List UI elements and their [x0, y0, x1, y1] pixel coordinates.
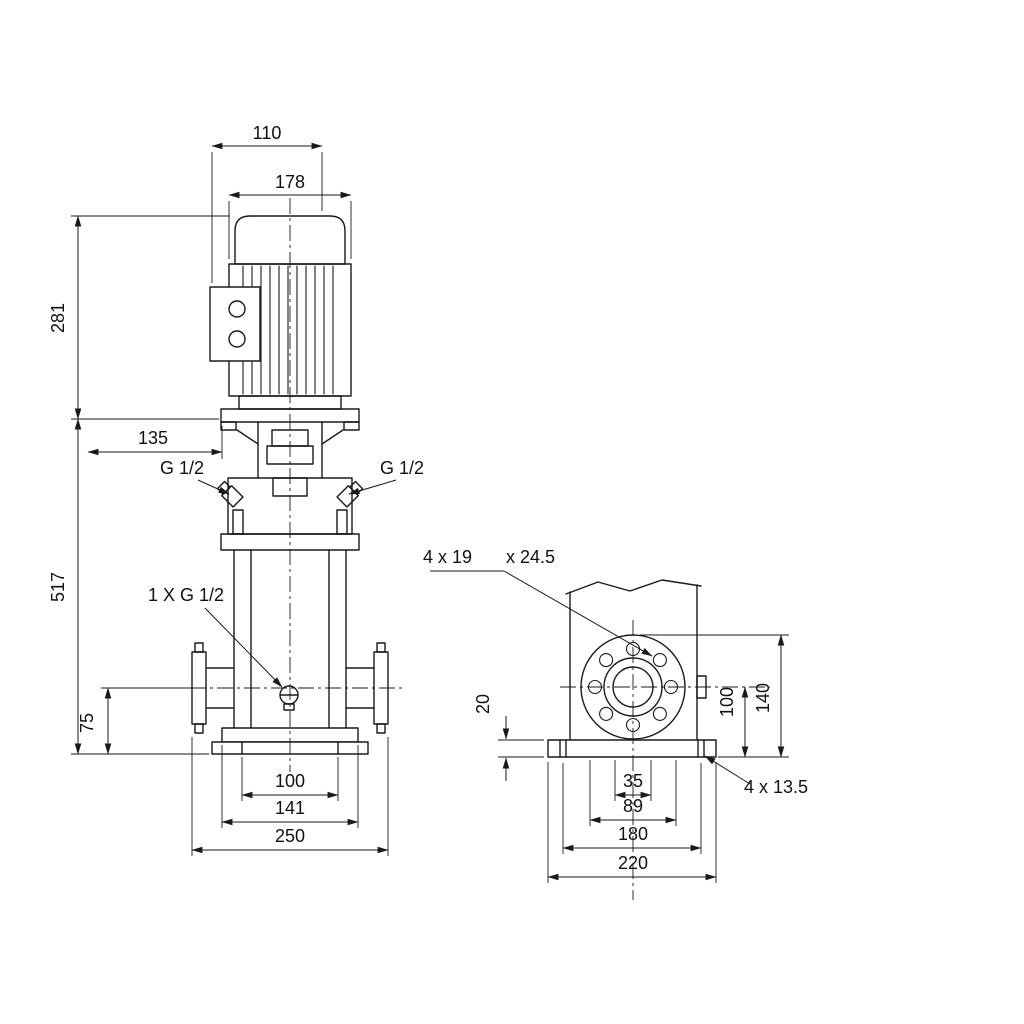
dim-180: 180 [562, 763, 702, 854]
chamber-stack [220, 533, 360, 729]
dim-281-label: 281 [48, 303, 68, 333]
dim-135-label: 135 [138, 428, 168, 448]
port-label-left: G 1/2 [160, 458, 230, 495]
side-view-dimensions: 4 x 19 x 24.5 20 100 140 35 [423, 547, 808, 883]
dim-75-label: 75 [77, 713, 97, 733]
side-view [547, 579, 770, 900]
port-fitting-left [216, 480, 244, 508]
dim-140: 140 [640, 634, 789, 758]
drain-spout [283, 703, 295, 711]
port-label-right: G 1/2 [348, 458, 424, 495]
cable-entry-bottom [228, 330, 246, 348]
dim-100-front-label: 100 [275, 771, 305, 791]
dim-140-label: 140 [753, 683, 773, 713]
base-holes-label: 4 x 13.5 [744, 777, 808, 797]
dim-100-front: 100 [241, 757, 339, 801]
dim-141-label: 141 [275, 798, 305, 818]
dim-250-label: 250 [275, 826, 305, 846]
dim-35-label: 35 [623, 771, 643, 791]
base-plate [547, 739, 717, 758]
dim-180-label: 180 [618, 824, 648, 844]
flange-holes-depth-label: x 24.5 [506, 547, 555, 567]
port-right-label: G 1/2 [380, 458, 424, 478]
front-view [190, 198, 405, 772]
dim-100-side-label: 100 [717, 687, 737, 717]
cable-entry-top [228, 300, 246, 318]
flange-foot-right [343, 421, 360, 431]
dim-178-label: 178 [275, 172, 305, 192]
pump-column [565, 579, 707, 741]
side-centerlines [560, 620, 770, 900]
motor [209, 215, 360, 431]
dim-250: 250 [191, 737, 389, 856]
front-centerlines [190, 198, 405, 772]
terminal-box [209, 286, 261, 362]
flange-foot-left [220, 421, 237, 431]
drain-label: 1 X G 1/2 [148, 585, 224, 605]
base-plate-side [547, 739, 717, 758]
dim-517: 517 [48, 418, 209, 755]
dim-135: 135 [87, 426, 223, 459]
dim-141: 141 [221, 745, 359, 828]
flange-holes-label: 4 x 19 [423, 547, 472, 567]
dim-220-label: 220 [618, 853, 648, 873]
dim-89-label: 89 [623, 796, 643, 816]
stud-right [336, 509, 348, 535]
dim-89: 89 [589, 760, 677, 826]
base-holes-callout: 4 x 13.5 [704, 755, 808, 797]
stud-left [232, 509, 244, 535]
dim-517-label: 517 [48, 572, 68, 602]
port-left-label: G 1/2 [160, 458, 204, 478]
drain-callout: 1 X G 1/2 [148, 585, 283, 688]
motor-fins [242, 265, 334, 395]
dim-110-label: 110 [253, 123, 282, 143]
dim-110: 110 [211, 123, 323, 283]
dim-20-label: 20 [473, 694, 493, 714]
dim-100-side: 100 [717, 686, 789, 758]
motor-fan-cover [234, 215, 346, 265]
dim-35: 35 [614, 760, 652, 801]
break-line [565, 579, 702, 595]
dim-75: 75 [77, 687, 190, 755]
dim-281: 281 [48, 215, 230, 420]
dim-220: 220 [547, 762, 717, 883]
flange-holes-callout: 4 x 19 x 24.5 [423, 547, 653, 657]
dim-178: 178 [228, 172, 352, 259]
dim-20: 20 [473, 694, 544, 781]
front-view-dimensions: 110 178 281 517 135 75 [48, 123, 424, 856]
